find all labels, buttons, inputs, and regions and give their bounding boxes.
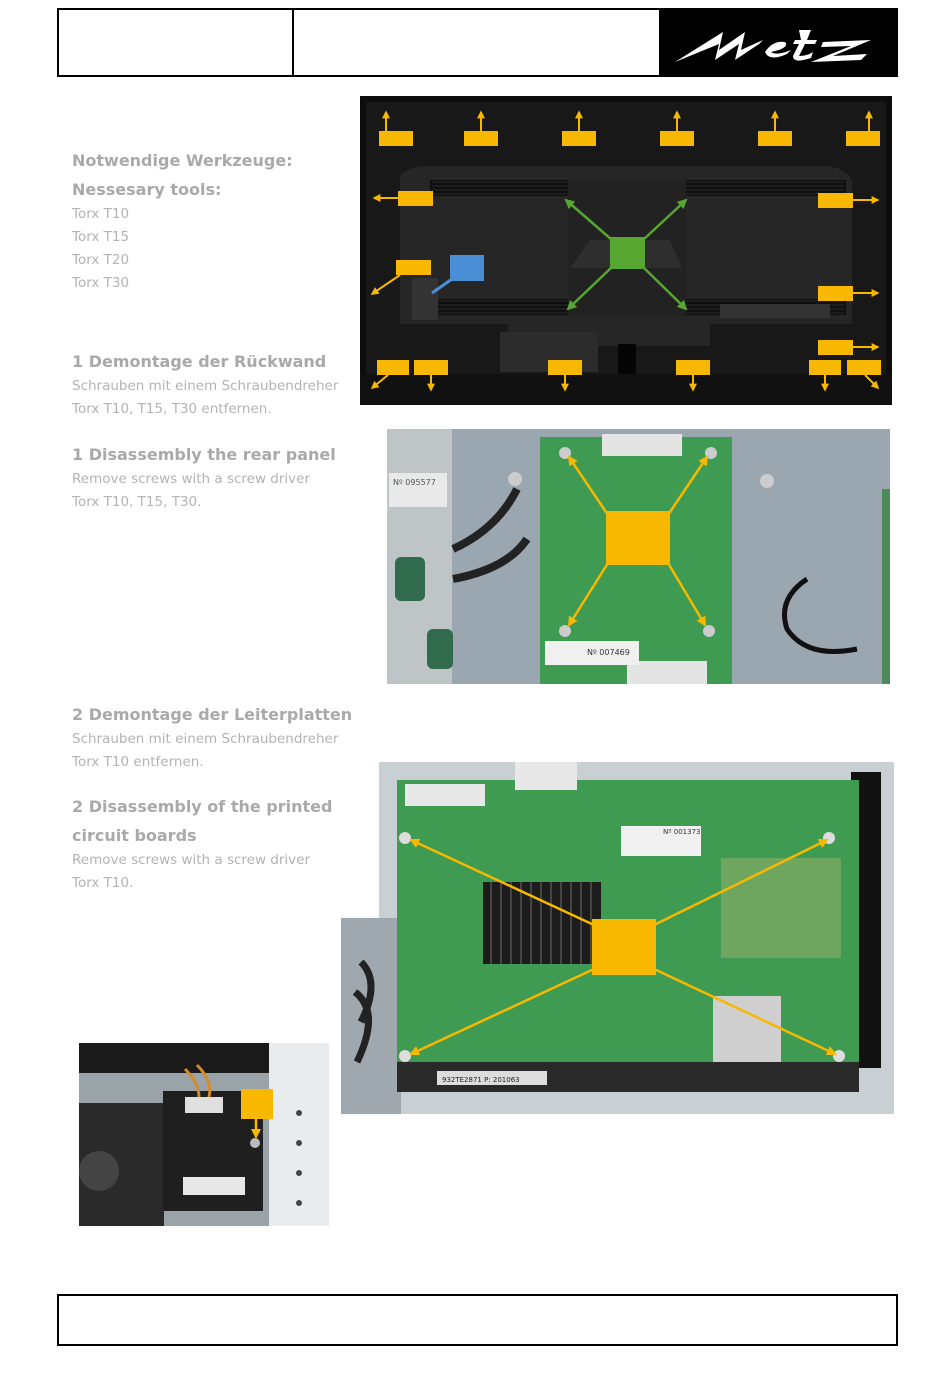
tool-item: Torx T10	[72, 206, 130, 222]
page-header	[57, 8, 898, 77]
small-board-photo: Nº 007469 Nº 095577	[387, 429, 890, 684]
section1-text-en: Remove screws with a screw driver	[72, 471, 311, 487]
header-divider	[292, 10, 294, 75]
tool-item: Torx T20	[72, 252, 130, 268]
connector-module-photo	[79, 1043, 329, 1226]
psu-serial-label: Nº 095577	[393, 478, 436, 487]
section2-text-de: Schrauben mit einem Schraubendreher	[72, 731, 339, 747]
rear-panel-photo	[360, 96, 892, 405]
board2-serial-label: Nº 001373	[663, 828, 700, 836]
section2-text-en: Torx T10.	[72, 875, 134, 891]
main-board-photo: Nº 001373 932TE2871 P: 201063	[341, 762, 894, 1114]
section1-text-de: Torx T10, T15, T30 entfernen.	[72, 401, 272, 417]
tools-heading-en: Nessesary tools:	[72, 180, 222, 199]
section2-title-de: 2 Demontage der Leiterplatten	[72, 705, 353, 724]
section1-text-de: Schrauben mit einem Schraubendreher	[72, 378, 339, 394]
section1-title-de: 1 Demontage der Rückwand	[72, 352, 327, 371]
tool-item: Torx T15	[72, 229, 130, 245]
tools-heading-de: Notwendige Werkzeuge:	[72, 151, 293, 170]
section2-text-de: Torx T10 entfernen.	[72, 754, 204, 770]
board2-barcode-label: 932TE2871 P: 201063	[442, 1076, 520, 1084]
section1-title-en: 1 Disassembly the rear panel	[72, 445, 336, 464]
tool-item: Torx T30	[72, 275, 130, 291]
section1-text-en: Torx T10, T15, T30.	[72, 494, 202, 510]
section2-title-en: circuit boards	[72, 826, 197, 845]
page-footer	[57, 1294, 898, 1346]
header-divider	[659, 10, 661, 75]
metz-logo	[661, 10, 896, 75]
section2-text-en: Remove screws with a screw driver	[72, 852, 311, 868]
section2-title-en: 2 Disassembly of the printed	[72, 797, 333, 816]
board1-serial-label: Nº 007469	[587, 648, 630, 657]
